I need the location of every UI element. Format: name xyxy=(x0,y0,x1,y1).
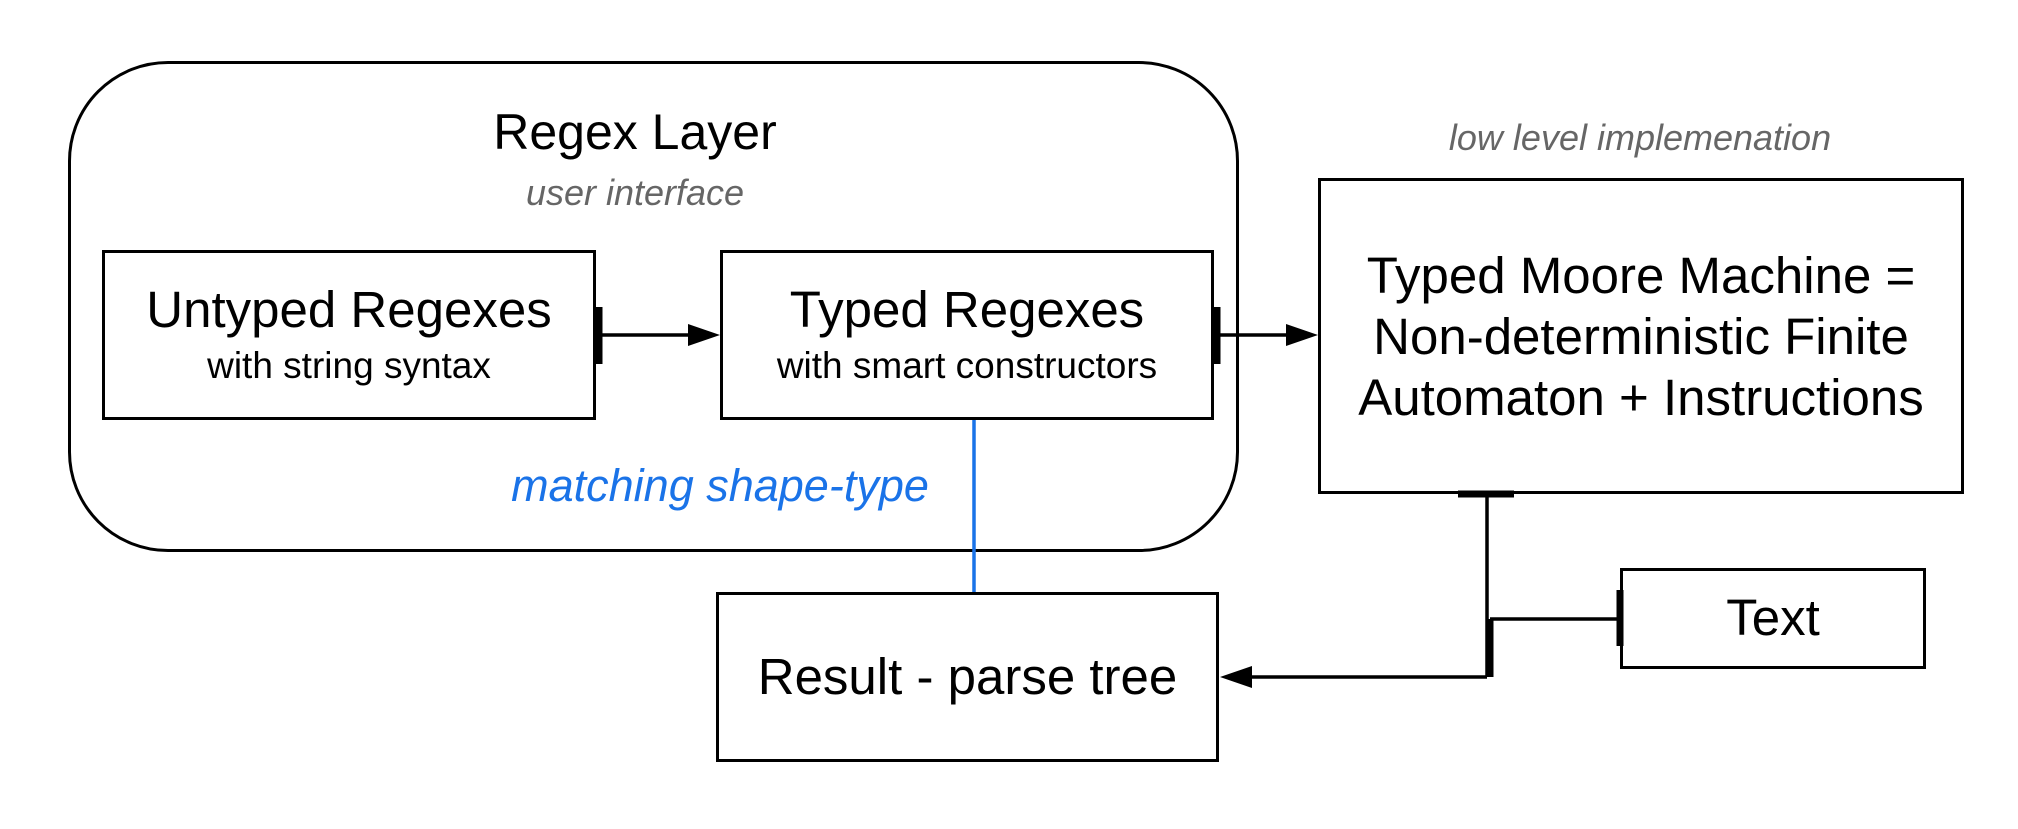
untyped-regexes-title: Untyped Regexes xyxy=(146,281,552,339)
wire-moore-to-result xyxy=(1220,490,1514,688)
moore-line-2: Non-deterministic Finite xyxy=(1373,307,1909,365)
regex-layer-subtitle: user interface xyxy=(525,172,745,213)
typed-regexes-box: Typed Regexes with smart constructors xyxy=(720,250,1214,420)
text-box: Text xyxy=(1620,568,1926,669)
matching-label: matching shape-type xyxy=(511,460,929,511)
text-box-label: Text xyxy=(1726,589,1820,647)
typed-regexes-title: Typed Regexes xyxy=(789,281,1145,339)
moore-line-3: Automaton + Instructions xyxy=(1358,368,1924,426)
wire-text-to-join xyxy=(1486,590,1624,677)
untyped-regexes-subtitle: with string syntax xyxy=(207,345,491,387)
arrow-typed-to-moore xyxy=(1213,307,1318,364)
moore-line-1: Typed Moore Machine = xyxy=(1366,246,1916,304)
regex-layer-title: Regex Layer xyxy=(493,104,777,160)
moore-machine-box: Typed Moore Machine = Non-deterministic … xyxy=(1318,178,1964,494)
typed-regexes-subtitle: with smart constructors xyxy=(776,345,1158,387)
untyped-regexes-box: Untyped Regexes with string syntax xyxy=(102,250,596,420)
arrow-untyped-to-typed xyxy=(595,307,720,364)
result-label: Result - parse tree xyxy=(757,647,1178,705)
regex-layer-container xyxy=(68,61,1239,552)
result-box: Result - parse tree xyxy=(716,592,1219,762)
moore-caption: low level implemenation xyxy=(1448,117,1832,158)
